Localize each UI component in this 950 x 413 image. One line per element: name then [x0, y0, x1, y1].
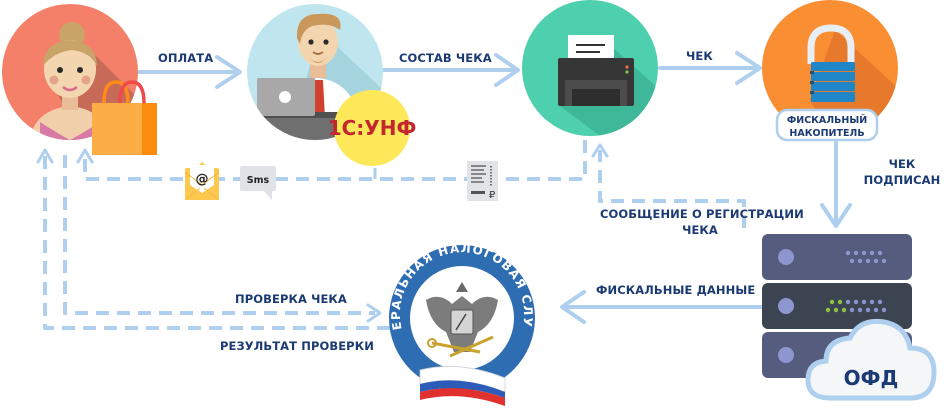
- ofd-label: ОФД: [844, 366, 899, 390]
- ofd-server-node: ОФД: [762, 234, 937, 401]
- email-icon: @: [184, 162, 220, 201]
- label-payment: ОПЛАТА: [158, 51, 214, 65]
- arrow-receipt-delivery: [83, 140, 587, 181]
- receipt-printer-icon: [558, 35, 634, 106]
- label-receipt-signed-line1: ЧЕК: [888, 157, 916, 171]
- arrow-receipt-contents: [381, 53, 520, 87]
- printer-node: [522, 0, 658, 136]
- arrow-payment: [136, 55, 242, 89]
- cloud-icon: ОФД: [805, 318, 937, 401]
- arrow-receipt-check: [63, 155, 375, 315]
- arrowhead-delivery: [76, 148, 94, 164]
- label-receipt-check: ПРОВЕРКА ЧЕКА: [235, 292, 347, 306]
- ruble-symbol: ₽: [489, 190, 496, 201]
- cashier-node: 1С:УНФ: [247, 4, 417, 166]
- sms-icon-text: Sms: [247, 175, 270, 186]
- label-fiscal-data: ФИСКАЛЬНЫЕ ДАННЫЕ: [596, 283, 756, 297]
- fiscal-storage-node: ФИСКАЛЬНЫЙ НАКОПИТЕЛЬ: [762, 0, 898, 142]
- sms-icon: Sms: [240, 166, 276, 200]
- double-headed-eagle-icon: [426, 282, 498, 358]
- label-registration-message-line1: СООБЩЕНИЕ О РЕГИСТРАЦИИ: [600, 207, 804, 221]
- arrowhead-registration: [591, 143, 609, 158]
- arrowhead-result: [36, 148, 54, 164]
- fiscal-storage-label-line1: ФИСКАЛЬНЫЙ: [787, 114, 867, 126]
- arrow-receipt-signed: [820, 138, 852, 228]
- fiscal-storage-label-box: [775, 108, 879, 142]
- email-at-symbol: @: [196, 172, 209, 187]
- arrow-receipt: [658, 51, 762, 85]
- shopping-bag-icon: [92, 80, 157, 155]
- paper-receipt-icon: ₽: [467, 161, 498, 201]
- 1c-unf-badge: 1С:УНФ: [328, 90, 417, 166]
- label-receipt-signed-line2: ПОДПИСАН: [863, 173, 941, 187]
- label-registration-message-line2: ЧЕКА: [682, 223, 718, 237]
- label-check-result: РЕЗУЛЬТАТ ПРОВЕРКИ: [220, 339, 374, 353]
- arrowhead-check: [366, 303, 382, 323]
- buyer-node: [2, 4, 157, 155]
- 1c-unf-badge-text: 1С:УНФ: [328, 116, 417, 140]
- label-receipt-signed: ЧЕК ПОДПИСАН: [862, 156, 942, 188]
- arrow-registration-message: [598, 150, 746, 228]
- label-receipt-contents: СОСТАВ ЧЕКА: [399, 51, 492, 65]
- label-receipt: ЧЕК: [686, 49, 713, 63]
- padlock-icon: [807, 24, 855, 102]
- arrow-fiscal-data: [560, 290, 764, 324]
- fiscal-storage-label-line2: НАКОПИТЕЛЬ: [789, 128, 864, 139]
- label-registration-message: СООБЩЕНИЕ О РЕГИСТРАЦИИ ЧЕКА: [600, 206, 804, 238]
- arrow-check-result: [43, 155, 390, 330]
